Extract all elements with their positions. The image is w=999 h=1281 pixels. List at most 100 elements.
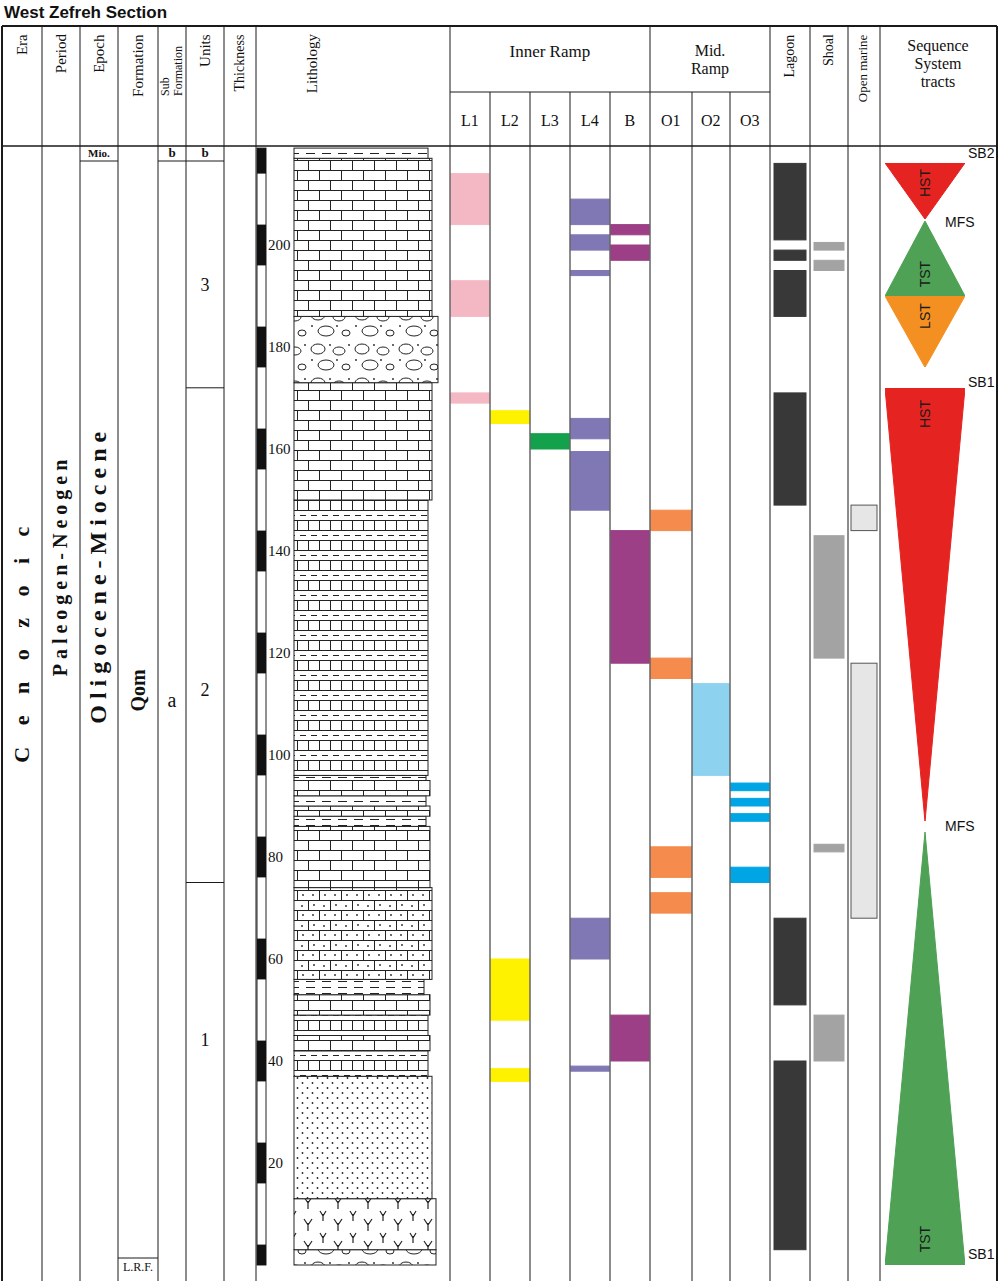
facies-bar [491, 411, 529, 424]
triangle-shape [885, 832, 965, 1266]
facies-bar [571, 918, 609, 959]
lithology-layer [294, 1250, 436, 1265]
facies-code: B [625, 112, 636, 130]
facies-bar [491, 1069, 529, 1082]
thickness-block [257, 1143, 266, 1184]
grid-line [730, 92, 731, 1281]
thickness-tick: 120 [268, 645, 291, 662]
lithology-layer [294, 1076, 432, 1198]
formation-name: L.R.F. [123, 1261, 153, 1275]
thickness-block [257, 735, 266, 776]
surface-label: SB1 [968, 374, 994, 390]
column-header: Period [52, 34, 69, 73]
facies-bar [571, 452, 609, 511]
facies-bar [571, 418, 609, 438]
grid-line [570, 92, 571, 1281]
facies-bar [571, 199, 609, 225]
column-header: Formation [129, 34, 146, 97]
triangle-fill [885, 832, 965, 1266]
period-name: Paleogen-Neogen [49, 454, 72, 676]
grid-line [2, 145, 997, 147]
facies-bar [571, 1066, 609, 1071]
facies-code: L3 [541, 112, 559, 130]
thickness-block [257, 1041, 266, 1082]
thickness-tick: 100 [268, 747, 291, 764]
subformation-name: b [169, 146, 176, 161]
thickness-block [257, 1245, 266, 1265]
thickness-bar [257, 148, 266, 1265]
grid-line [880, 26, 881, 1281]
grid-line [2, 25, 997, 27]
thickness-tick: 40 [268, 1053, 283, 1070]
triangle-fill [885, 163, 965, 219]
systems-tract-triangle: TST [885, 221, 965, 296]
column-header: Units [196, 34, 213, 67]
grid-line [1, 26, 3, 1281]
facies-bar [611, 1015, 649, 1061]
unit-number: b [202, 146, 209, 161]
thickness-tick: 20 [268, 1155, 283, 1172]
lithology-layer [294, 500, 428, 775]
grid-line [450, 92, 770, 93]
lithology-layer [294, 796, 426, 806]
lithology-layer [294, 383, 432, 500]
facies-bar [774, 393, 806, 505]
grid-line [186, 882, 224, 883]
facies-bar [651, 893, 691, 913]
facies-bar [731, 798, 769, 806]
facies-bar [851, 505, 877, 530]
grid-line [610, 92, 611, 1281]
systems-tract-triangle: HST [885, 388, 965, 822]
systems-tract-triangle: HST [885, 163, 965, 219]
epoch-name: Oligocene-Miocene [85, 426, 113, 724]
section-title: West Zefreh Section [4, 3, 167, 23]
surface-label: MFS [945, 214, 975, 230]
lithology-layer [294, 816, 426, 826]
lithology-layer [294, 781, 430, 796]
grid-line [848, 26, 849, 1281]
unit-number: 3 [201, 275, 210, 296]
grid-line [530, 92, 531, 1281]
thickness-block [257, 225, 266, 266]
formation-name: Qom [127, 669, 150, 711]
thickness-block [257, 837, 266, 878]
grid-line [158, 26, 159, 1281]
facies-bar [774, 918, 806, 1005]
facies-bar [774, 1061, 806, 1250]
triangle-fill [885, 388, 965, 822]
column-header: Lagoon [782, 34, 798, 77]
facies-bar [451, 174, 489, 225]
lithology-layer [294, 826, 430, 887]
grid-line [810, 26, 811, 1281]
thickness-block [257, 531, 266, 572]
grid-line [996, 26, 998, 1281]
grid-line [450, 26, 451, 1281]
surface-label: SB2 [968, 145, 994, 161]
thickness-block [257, 429, 266, 470]
thickness-tick: 60 [268, 951, 283, 968]
lithology-layer [294, 995, 430, 1015]
facies-bar [531, 434, 569, 449]
column-header: Lithology [303, 34, 320, 93]
facies-bar [814, 260, 844, 270]
thickness-block [257, 148, 266, 174]
column-header: Sequence System tracts [898, 37, 978, 92]
facies-bar [731, 814, 769, 822]
grid-line [224, 26, 225, 1281]
facies-bar [851, 663, 877, 918]
column-header: Open marine [856, 34, 871, 102]
column-header: Sub Formation [159, 34, 185, 96]
grid-line [118, 26, 119, 1281]
group-header: Mid. Ramp [684, 42, 736, 79]
facies-code: O2 [701, 112, 721, 130]
facies-bar [451, 281, 489, 317]
facies-bar [814, 844, 844, 852]
column-header: Epoch [91, 34, 108, 72]
systems-tract-label: HST [917, 169, 933, 197]
group-header: Inner Ramp [510, 42, 591, 62]
lithology-layer [294, 775, 426, 780]
subformation-name: a [168, 689, 177, 712]
facies-bar [611, 531, 649, 664]
facies-bar [571, 235, 609, 250]
